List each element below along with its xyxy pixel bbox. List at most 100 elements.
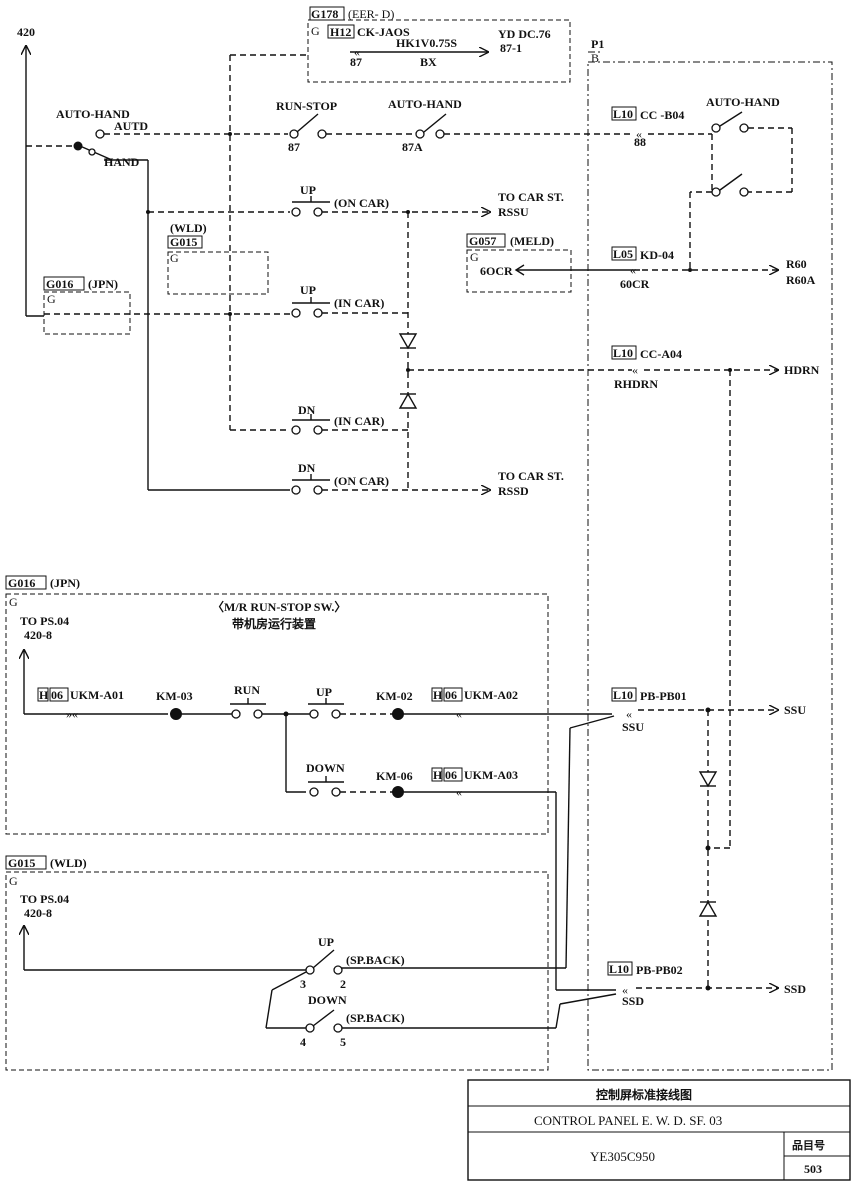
sp-down-p2: 5 — [340, 1035, 346, 1049]
auto-hand-switch: AUTO-HAND AUTD HAND — [56, 107, 148, 169]
km06-lamp: KM-06 — [376, 769, 413, 798]
jpn-section-title: 〈M/R RUN-STOP SW.〉 — [212, 599, 346, 614]
wld-box-tag: G015 — [170, 235, 197, 249]
g178-box: G178 (EER- D) G H12 CK-JAOS HK1V0.75S YD… — [307, 6, 571, 83]
title-block-item-no: 503 — [804, 1162, 822, 1176]
jpn-section: G016 (JPN) G 〈M/R RUN-STOP SW.〉 带机房运行装置 … — [5, 575, 549, 835]
ukm-a02-h: H — [433, 688, 443, 702]
up-in-car-button: UP (IN CAR) — [291, 283, 384, 318]
g178-pin: 87 — [350, 55, 362, 69]
sp-down-tag: (SP.BACK) — [346, 1011, 405, 1025]
pb-pb01-dest: SSU — [784, 703, 806, 717]
jpn-section-tag: G016 — [8, 576, 35, 590]
pb-pb01-label: PB-PB01 — [640, 689, 687, 703]
diode-ssu — [698, 771, 718, 788]
ukm-a03-connector: H 06 UKM-A03 « — [431, 767, 518, 799]
auto-hand-2-pin: 87A — [402, 140, 423, 154]
p1-frame: P1 B — [587, 37, 833, 1071]
auto-hand-3-switch: AUTO-HAND — [706, 95, 780, 197]
ukm-a03-h: H — [433, 768, 443, 782]
jpn-section-to2: 420-8 — [24, 628, 52, 642]
run-stop-label: RUN-STOP — [276, 99, 337, 113]
pb-pb02-l: L10 — [609, 962, 629, 976]
jpn-section-subtitle: 带机房运行装置 — [232, 616, 316, 631]
sp-up-p2: 2 — [340, 977, 346, 991]
auto-hand-2-label: AUTO-HAND — [388, 97, 462, 111]
wld-section-to2: 420-8 — [24, 906, 52, 920]
run-button-label: RUN — [234, 683, 260, 697]
g178-yd: YD DC.76 — [498, 27, 551, 41]
hand-label: HAND — [104, 155, 140, 169]
meld-box: G057 (MELD) G 6OCR — [466, 233, 572, 293]
wld-section: G015 (WLD) G TO PS.04 420-8 — [5, 855, 549, 1071]
dn-on-car-dest1: TO CAR ST. — [498, 469, 564, 483]
wld-box-g: G — [170, 251, 179, 265]
svg-text:«: « — [632, 363, 638, 377]
svg-text:«: « — [456, 707, 462, 721]
ukm-a01-n: 06 — [51, 688, 63, 702]
cc-a04-connector: L10 CC-A04 RHDRN « HDRN — [611, 345, 820, 391]
wld-section-tag: G015 — [8, 856, 35, 870]
jpn-box: G016 (JPN) G — [43, 276, 131, 335]
down-button: DOWN — [306, 761, 345, 797]
g178-bx: BX — [420, 55, 437, 69]
km03-label: KM-03 — [156, 689, 193, 703]
down-button-label: DOWN — [306, 761, 345, 775]
ukm-a03-n: 06 — [445, 768, 457, 782]
kd-04-label: KD-04 — [640, 248, 674, 262]
cc-a04-pin: RHDRN — [614, 377, 658, 391]
diode-down — [398, 392, 418, 409]
ukm-a03-label: UKM-A03 — [464, 768, 518, 782]
cc-a04-l: L10 — [613, 346, 633, 360]
wld-section-name: (WLD) — [50, 856, 87, 870]
ukm-a01-h: H — [39, 688, 49, 702]
cc-b04-pin: 88 — [634, 135, 646, 149]
svg-text:«: « — [636, 127, 642, 141]
up-on-car-dest2: RSSU — [498, 205, 529, 219]
sp-down-switch: DOWN (SP.BACK) 4 5 — [300, 993, 405, 1049]
p1-b: B — [591, 51, 599, 65]
dn-on-car-tag: (ON CAR) — [334, 474, 389, 488]
title-block: 控制屏标准接线图 CONTROL PANEL E. W. D. SF. 03 Y… — [467, 1079, 851, 1181]
autd-label: AUTD — [114, 119, 148, 133]
svg-text:»«: »« — [66, 707, 78, 721]
jpn-box-name: (JPN) — [88, 277, 118, 291]
pb-pb02-label: PB-PB02 — [636, 963, 683, 977]
g178-yd-pin: 87-1 — [500, 41, 522, 55]
diode-ssd — [698, 900, 718, 917]
jpn-box-g: G — [47, 292, 56, 306]
up-button-label: UP — [316, 685, 332, 699]
g178-g: G — [311, 24, 320, 38]
auto-hand-label: AUTO-HAND — [56, 107, 130, 121]
kd-04-r1: R60 — [786, 257, 807, 271]
g178-name: (EER- D) — [348, 7, 394, 21]
kd-04-l: L05 — [613, 247, 633, 261]
title-block-en: CONTROL PANEL E. W. D. SF. 03 — [534, 1113, 722, 1128]
cc-b04-l: L10 — [613, 107, 633, 121]
ukm-a01-connector: H 06 UKM-A01 »« — [37, 687, 124, 721]
cc-a04-dest: HDRN — [784, 363, 820, 377]
sp-up-switch: UP (SP.BACK) 3 2 — [300, 935, 405, 991]
dn-in-car-tag: (IN CAR) — [334, 414, 384, 428]
up-in-car-tag: (IN CAR) — [334, 296, 384, 310]
ukm-a02-connector: H 06 UKM-A02 « — [431, 687, 518, 721]
pb-pb01-l: L10 — [613, 688, 633, 702]
meld-box-tag: G057 — [469, 234, 496, 248]
dn-on-car-dest2: RSSD — [498, 484, 529, 498]
g178-plug: CK-JAOS — [357, 25, 410, 39]
wld-section-to1: TO PS.04 — [20, 892, 69, 906]
up-on-car-label: UP — [300, 183, 316, 197]
pb-pb01-connector: L10 PB-PB01 SSU « SSU — [611, 687, 806, 734]
up-on-car-button: UP (ON CAR) — [291, 183, 389, 217]
cc-b04-label: CC -B04 — [640, 108, 684, 122]
up-button: UP — [308, 685, 344, 719]
wld-box-name: (WLD) — [170, 221, 207, 235]
run-button: RUN — [230, 683, 266, 719]
dn-on-car-button: DN (ON CAR) — [291, 461, 389, 495]
ukm-a02-label: UKM-A02 — [464, 688, 518, 702]
meld-box-g: G — [470, 250, 479, 264]
diode-up — [398, 333, 418, 350]
wld-section-g: G — [9, 874, 18, 888]
sp-up-tag: (SP.BACK) — [346, 953, 405, 967]
